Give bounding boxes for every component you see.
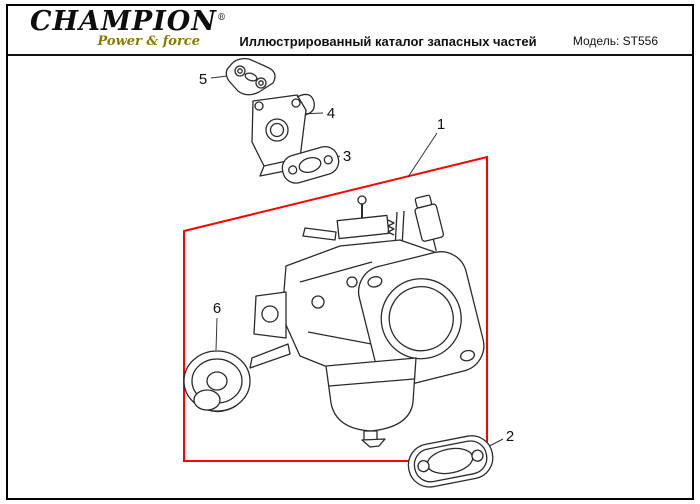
- page-title: Иллюстрированный каталог запасных частей: [239, 34, 537, 49]
- model-label: Модель: ST556: [572, 34, 658, 48]
- header-divider: [8, 54, 692, 56]
- part2-gasket-drawing: [407, 435, 494, 488]
- brand-tagline: Power & force: [97, 34, 201, 50]
- part5-gasket-drawing: [225, 58, 276, 96]
- part6-primer-drawing: [183, 350, 251, 413]
- callout-1: 1: [437, 116, 445, 133]
- part4-bracket-drawing: [251, 93, 315, 177]
- callout-5: 5: [199, 71, 207, 88]
- callout-3: 3: [343, 148, 351, 165]
- page-border: CHAMPION® Power & force Иллюстрированный…: [6, 4, 694, 500]
- registered-mark: ®: [216, 13, 227, 23]
- callout-numbers: 1 2 3 4 5 6: [199, 71, 514, 445]
- part1-carburetor-drawing: [249, 194, 485, 448]
- callout-2: 2: [506, 428, 514, 445]
- brand-text: CHAMPION: [30, 6, 217, 37]
- champion-logo: CHAMPION® Power & force: [30, 6, 226, 50]
- callout-6: 6: [213, 300, 221, 317]
- brand-name: CHAMPION®: [30, 6, 226, 37]
- callout-4: 4: [327, 105, 335, 122]
- part3-gasket-drawing: [281, 145, 340, 184]
